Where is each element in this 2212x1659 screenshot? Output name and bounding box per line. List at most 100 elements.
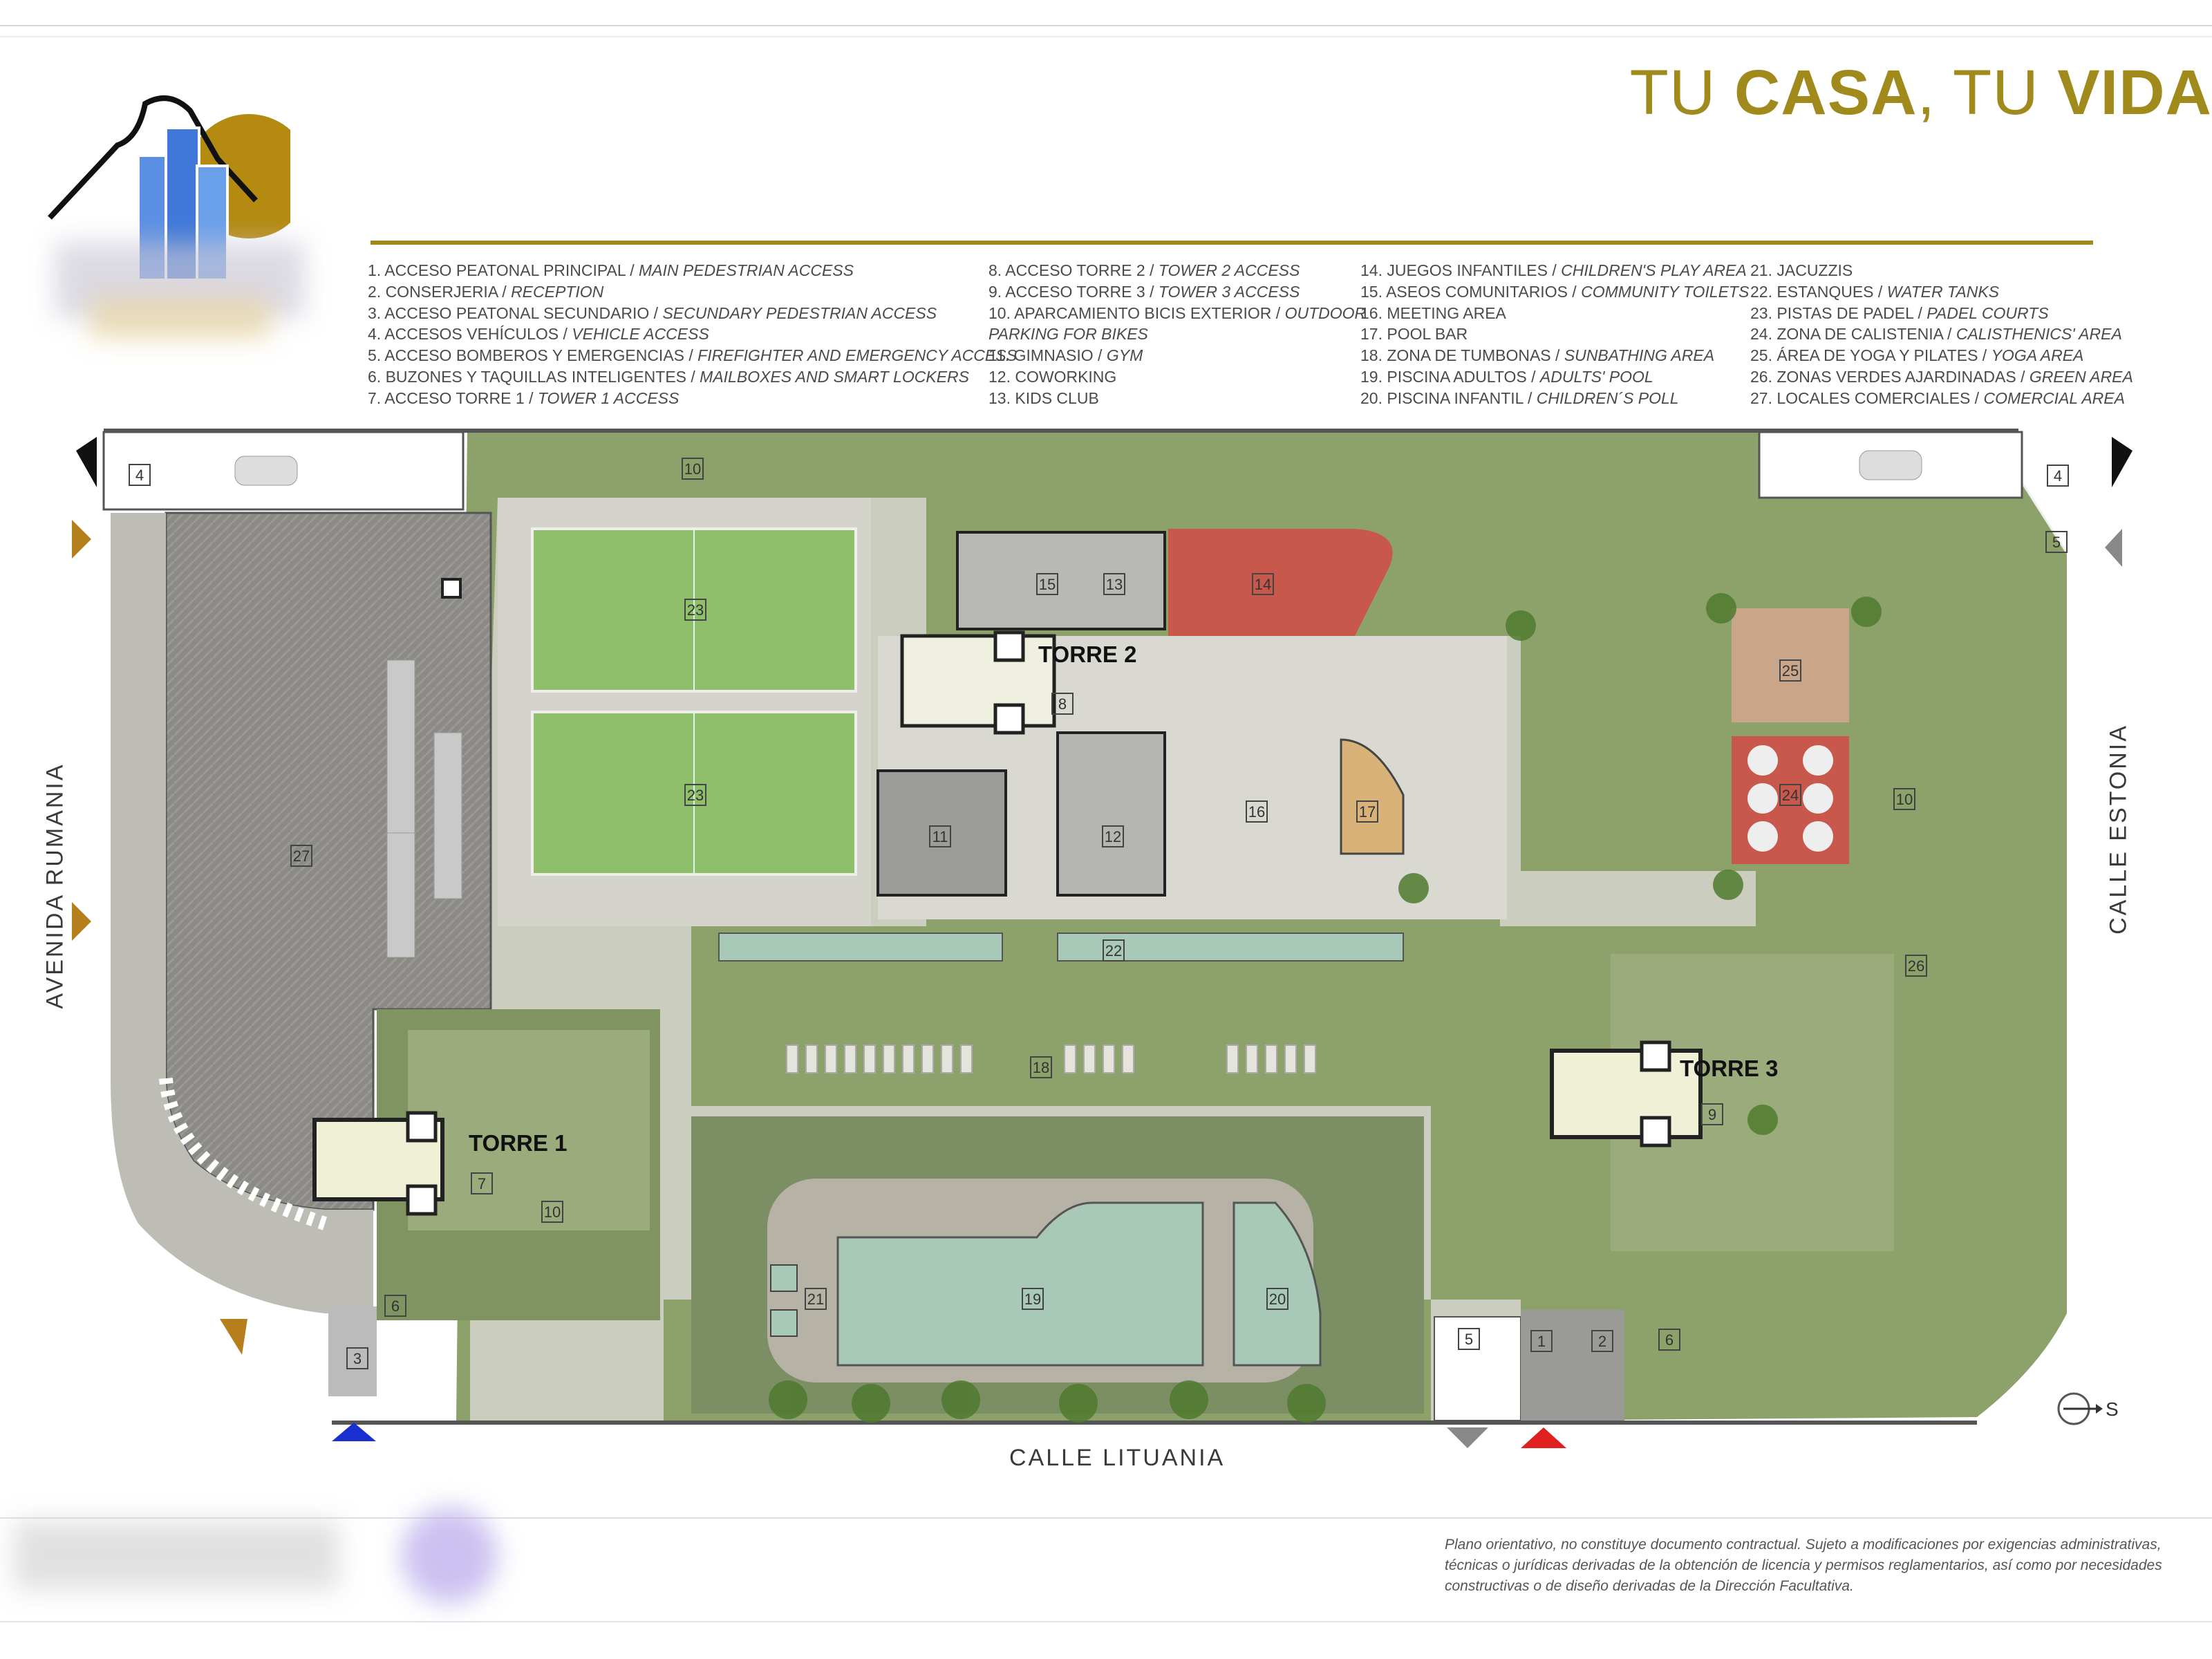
legend-column-3: 14. JUEGOS INFANTILES / CHILDREN'S PLAY …: [1360, 260, 1749, 409]
coworking-building: [1056, 731, 1166, 897]
mountain-icon: [48, 95, 258, 220]
area-marker-n6a: 6: [391, 1297, 400, 1315]
gym-building: [877, 769, 1007, 897]
top-divider: [0, 25, 2212, 26]
vehicle-access-arrow-west: [76, 437, 97, 487]
legend-item-en: SECUNDARY PEDESTRIAN ACCESS: [662, 303, 937, 322]
area-marker-n15: 15: [1039, 576, 1056, 593]
legend-item-en: TOWER 3 ACCESS: [1158, 282, 1300, 301]
legend-item-es: 3. ACCESO PEATONAL SECUNDARIO /: [368, 303, 663, 322]
water-tank: [718, 932, 1003, 962]
area-marker-n24: 24: [1782, 787, 1799, 804]
compass-label: S: [2106, 1398, 2119, 1420]
legend-item-es: 12. COWORKING: [988, 367, 1117, 386]
area-marker-n14: 14: [1255, 576, 1271, 593]
legend-item: 16. MEETING AREA: [1360, 303, 1749, 324]
tower-3-core: [1550, 1049, 1703, 1139]
legend-item-es: 4. ACCESOS VEHÍCULOS /: [368, 325, 572, 344]
legend-item-en: GREEN AREA: [2029, 367, 2133, 386]
commercial-skylight: [386, 832, 415, 958]
legend-item: 22. ESTANQUES / WATER TANKS: [1750, 281, 2133, 303]
elevator: [406, 1111, 438, 1143]
area-marker-n4b: 4: [2054, 467, 2062, 485]
footer-divider-secondary: [0, 1621, 2212, 1622]
legend-item-es: 15. ASEOS COMUNITARIOS /: [1360, 282, 1582, 301]
area-marker-n11: 11: [932, 828, 948, 845]
commercial-skylight: [433, 732, 462, 899]
tower-2-label: TORRE 2: [1038, 641, 1136, 667]
legend-item-es: 24. ZONA DE CALISTENIA /: [1750, 325, 1956, 344]
area-marker-box: [1102, 825, 1124, 847]
water-tank: [1057, 932, 1404, 962]
area-marker-box: [346, 1347, 368, 1369]
area-marker-box: [384, 1295, 406, 1317]
area-marker-box: [1051, 693, 1074, 715]
legend-item-es: 23. PISTAS DE PADEL /: [1750, 303, 1927, 322]
legend-item: 17. POOL BAR: [1360, 324, 1749, 345]
area-marker-box: [1591, 1330, 1613, 1352]
legend-item: 21. JACUZZIS: [1750, 260, 2133, 281]
area-marker-n7: 7: [478, 1175, 486, 1192]
page-title: TU CASA, TU VIDA: [1629, 57, 2212, 128]
vehicle-access-arrow-east: [2112, 437, 2133, 487]
legend-item-es: 2. CONSERJERIA /: [368, 282, 512, 301]
legend-item: 8. ACCESO TORRE 2 / TOWER 2 ACCESS: [988, 260, 1366, 281]
legend-item-es: 16. MEETING AREA: [1360, 303, 1506, 322]
childrens-play-area: [1168, 529, 1393, 636]
legend-item: 27. LOCALES COMERCIALES / COMERCIAL AREA: [1750, 388, 2133, 409]
legend-item-es: 1. ACCESO PEATONAL PRINCIPAL /: [368, 261, 639, 279]
area-marker-box: [682, 458, 704, 480]
legend-item-en: CALISTHENICS' AREA: [1956, 325, 2122, 344]
area-marker-n5b: 5: [1465, 1331, 1473, 1348]
legend-item-en: FIREFIGHTER AND EMERGENCY ACCESS: [697, 346, 1017, 365]
legend-item-en: ADULTS' POOL: [1539, 367, 1653, 386]
legend-item: 3. ACCESO PEATONAL SECUNDARIO / SECUNDAR…: [368, 303, 1017, 324]
legend-item-es: 11. GIMNASIO /: [988, 346, 1107, 365]
jacuzzi: [770, 1264, 798, 1292]
legend-item-en: PARKING FOR BIKES: [988, 325, 1148, 344]
legend-item-en: MAILBOXES AND SMART LOCKERS: [700, 367, 969, 386]
legend-item-es: 20. PISCINA INFANTIL /: [1360, 388, 1537, 407]
elevator: [1640, 1040, 1671, 1072]
legend-item-en: TOWER 1 ACCESS: [537, 388, 679, 407]
legend-item-en: TOWER 2 ACCESS: [1158, 261, 1300, 279]
secondary-pedestrian-access: [328, 1306, 377, 1396]
main-access-arrow: [1521, 1427, 1566, 1448]
area-marker-n13: 13: [1106, 576, 1123, 593]
area-marker-box: [290, 845, 312, 867]
legend-item-es: 5. ACCESO BOMBEROS Y EMERGENCIAS /: [368, 346, 698, 365]
area-marker-n10a: 10: [684, 460, 701, 478]
area-marker-box: [1893, 788, 1915, 810]
legend-item-en: OUTDOOR: [1284, 303, 1367, 322]
area-marker-n19: 19: [1024, 1291, 1041, 1308]
tower-1-footprint: [408, 1030, 650, 1230]
area-marker-box: [929, 825, 951, 847]
area-marker-n6b: 6: [1665, 1331, 1674, 1349]
street-label-south: CALLE LITUANIA: [1009, 1445, 1226, 1471]
ramp-stripes: [159, 1078, 328, 1230]
jacuzzi: [770, 1309, 798, 1337]
legend-item: 5. ACCESO BOMBEROS Y EMERGENCIAS / FIREF…: [368, 345, 1017, 366]
area-marker-n3: 3: [353, 1350, 362, 1367]
legend-item-es: 9. ACCESO TORRE 3 /: [988, 282, 1159, 301]
area-marker-box: [1030, 1056, 1052, 1078]
legend-item-es: 26. ZONAS VERDES AJARDINADAS /: [1750, 367, 2030, 386]
elevator: [993, 703, 1025, 735]
legend-item-es: 27. LOCALES COMERCIALES /: [1750, 388, 1984, 407]
legend-item-en: GYM: [1106, 346, 1143, 365]
area-marker-n10b: 10: [1896, 791, 1913, 808]
legend-item: 4. ACCESOS VEHÍCULOS / VEHICLE ACCESS: [368, 324, 1017, 345]
legend-item: 26. ZONAS VERDES AJARDINADAS / GREEN ARE…: [1750, 366, 2133, 388]
area-marker-n9: 9: [1708, 1106, 1716, 1123]
legend-item: 19. PISCINA ADULTOS / ADULTS' POOL: [1360, 366, 1749, 388]
legend-item-es: 10. APARCAMIENTO BICIS EXTERIOR /: [988, 303, 1285, 322]
adults-pool: [836, 1201, 1204, 1367]
access-arrow: [72, 902, 91, 941]
legend-item: 11. GIMNASIO / GYM: [988, 345, 1366, 366]
street-label-east: CALLE ESTONIA: [2105, 724, 2132, 935]
area-marker-box: [1022, 1288, 1044, 1310]
secondary-access-arrow: [332, 1423, 376, 1441]
legal-disclaimer: Plano orientativo, no constituye documen…: [1445, 1537, 2162, 1594]
